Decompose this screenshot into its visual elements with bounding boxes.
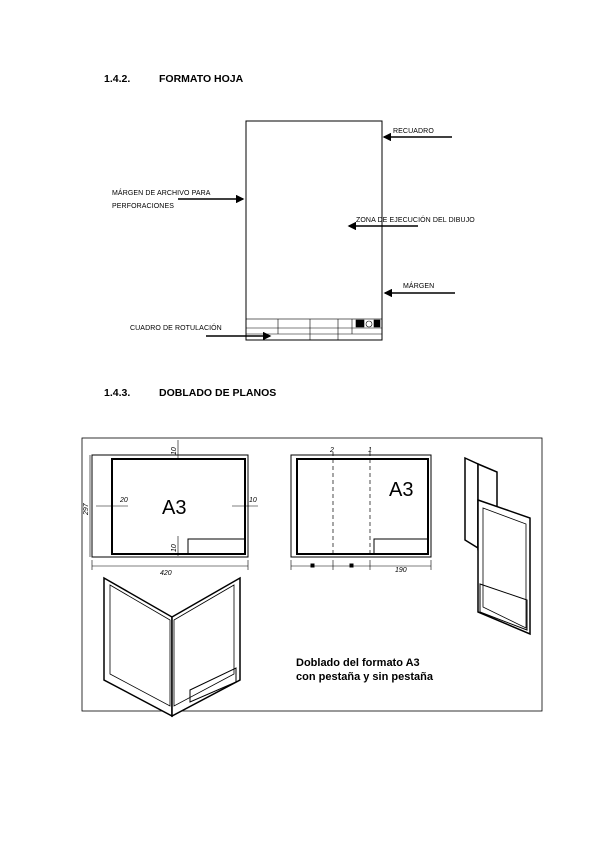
fold-number-1: 1 (368, 447, 372, 454)
fold-number-2: 2 (329, 447, 334, 454)
a3-sheet-dimensioned (89, 440, 258, 570)
folded-sheet-open (103, 576, 241, 718)
figure-caption-line-2: con pestaña y sin pestaña (296, 671, 433, 683)
section-heading-formato-hoja: 1.4.2. FORMATO HOJA (104, 73, 243, 85)
section-heading-doblado: 1.4.3. DOBLADO DE PLANOS (104, 387, 276, 399)
dim-width: 420 (160, 570, 172, 577)
a3-label-middle: A3 (389, 479, 413, 501)
dim-bottom: 10 (171, 544, 178, 552)
section-number: 1.4.2. (104, 73, 131, 85)
dim-right: 10 (249, 497, 257, 504)
dim-height: 297 (83, 502, 90, 516)
sheet-outline (245, 120, 383, 341)
figure-caption-line-1: Doblado del formato A3 (296, 657, 420, 669)
section-title: DOBLADO DE PLANOS (159, 387, 277, 399)
label-margen-archivo-2: PERFORACIONES (112, 203, 174, 210)
label-cuadro-rotulacion: CUADRO DE ROTULACIÓN (130, 325, 222, 332)
label-margen: MÁRGEN (403, 283, 435, 290)
dim-top: 10 (171, 447, 178, 455)
a3-sheet-fold-lines (290, 452, 432, 570)
a3-label-left: A3 (162, 497, 186, 519)
section-number: 1.4.3. (104, 387, 131, 399)
dim-left: 20 (119, 497, 128, 504)
label-zona-ejecucion: ZONA DE EJECUCIÓN DEL DIBUJO (356, 217, 475, 224)
label-recuadro: RECUADRO (393, 128, 434, 135)
dim-segment: 190 (395, 567, 407, 574)
label-margen-archivo-1: MÁRGEN DE ARCHIVO PARA (112, 190, 211, 197)
folded-sheet-zigzag (464, 456, 531, 636)
section-title: FORMATO HOJA (159, 73, 244, 85)
